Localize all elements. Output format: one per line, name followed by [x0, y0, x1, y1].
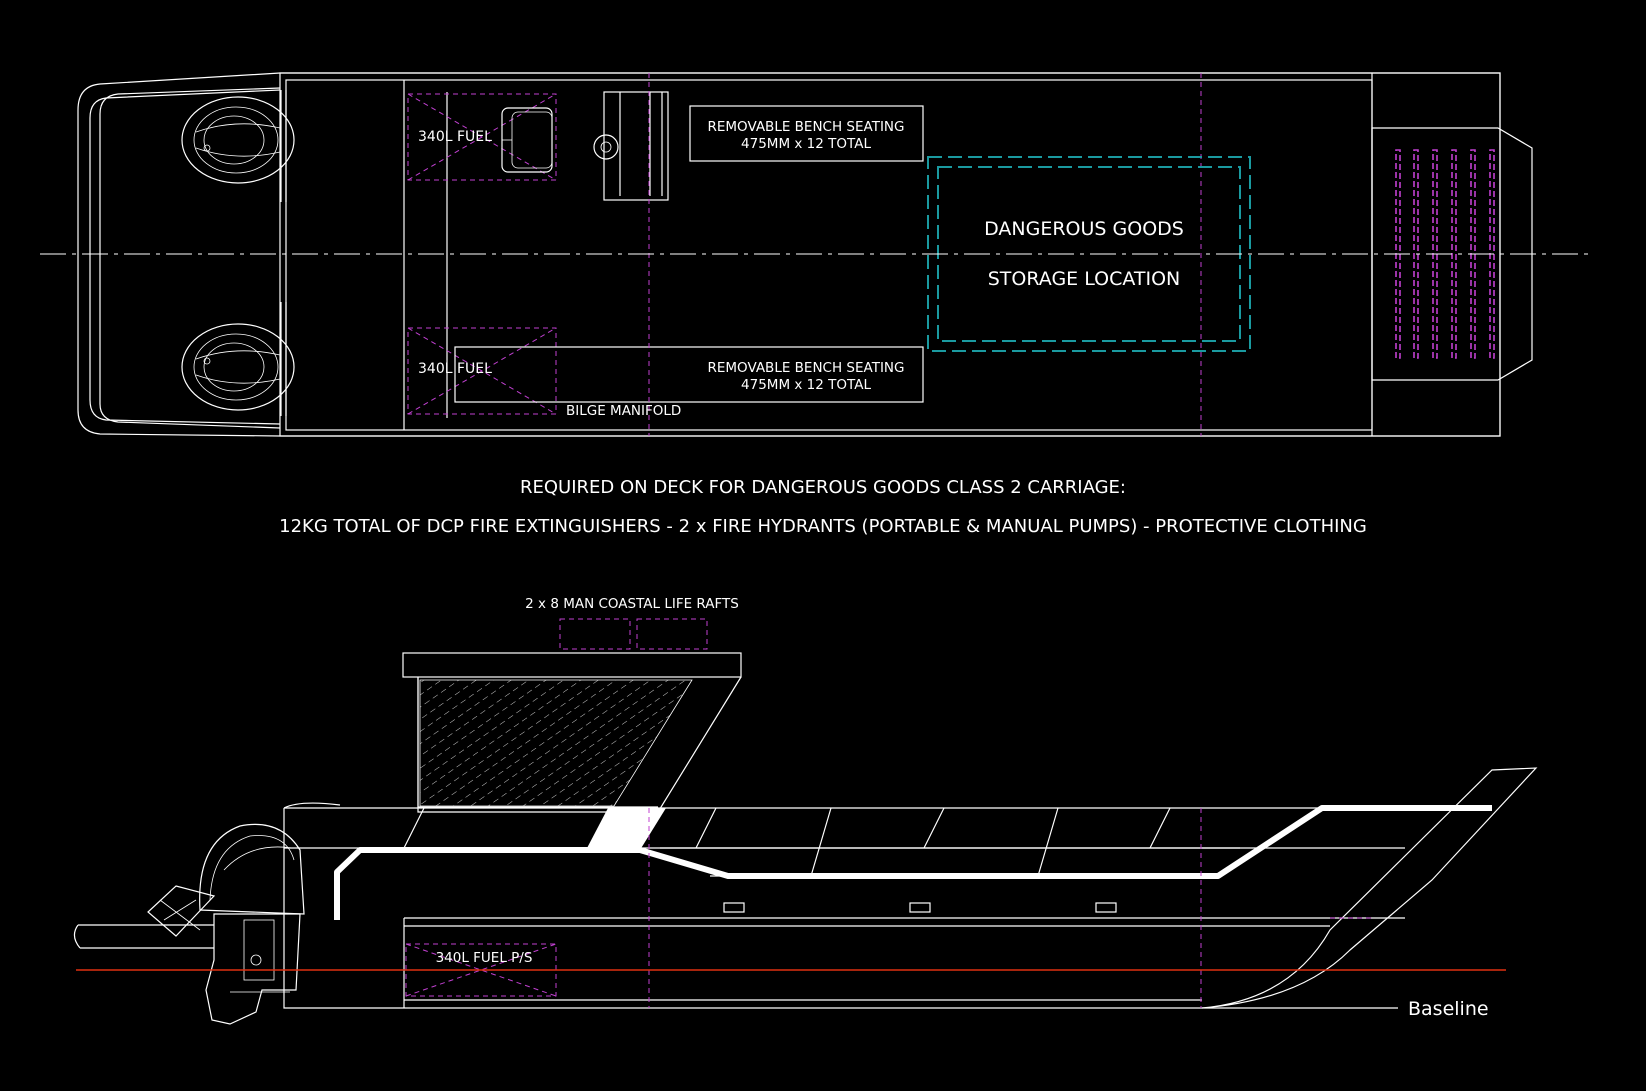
fuel-ps-label: 340L FUEL P/S: [436, 950, 533, 966]
requirement-notes: REQUIRED ON DECK FOR DANGEROUS GOODS CLA…: [279, 477, 1367, 537]
bow-ramp-outline: [1371, 127, 1533, 381]
plan-view: 340L FUEL 340L FUEL REMOVABLE BENCH SEAT…: [40, 72, 1594, 437]
hull-side-outline: [283, 767, 1538, 1009]
side-rail-posts: [403, 807, 1240, 877]
scupper-1: [723, 902, 745, 913]
life-rafts-label: 2 x 8 MAN COASTAL LIFE RAFTS: [525, 596, 739, 612]
wheelhouse-window-hatched: [419, 679, 693, 807]
fuel-tank-bottom: [407, 327, 557, 415]
outboard-engine-bottom-icon: [181, 323, 295, 411]
deck-pillar: [586, 808, 666, 850]
bench-seating-top: [689, 105, 924, 162]
bench-bottom-label-line1: REMOVABLE BENCH SEATING: [708, 360, 905, 376]
notes-line2: 12KG TOTAL OF DCP FIRE EXTINGUISHERS - 2…: [279, 516, 1367, 537]
life-raft-1: [559, 618, 631, 650]
scupper-2: [909, 902, 931, 913]
bench-top-label-line1: REMOVABLE BENCH SEATING: [708, 119, 905, 135]
outboard-engine-top-icon: [181, 96, 295, 184]
bench-seating-bottom: [454, 346, 924, 403]
helm-console: [593, 91, 669, 201]
bilge-manifold-label: BILGE MANIFOLD: [566, 403, 681, 419]
bench-top-label-line2: 475MM x 12 TOTAL: [741, 136, 871, 152]
scupper-3: [1095, 902, 1117, 913]
helm-seat-icon: [501, 107, 553, 173]
plan-hull-outline: [77, 72, 1501, 437]
baseline-label: Baseline: [1408, 998, 1489, 1020]
wheelhouse-roof: [402, 652, 742, 678]
fuel-tank-bottom-label: 340L FUEL: [418, 361, 492, 377]
fuel-tank-top: [407, 93, 557, 181]
life-raft-2: [636, 618, 708, 650]
steering-wheel-icon: [593, 134, 619, 160]
sheer-line: [334, 805, 1492, 920]
dangerous-goods-label-line2: STORAGE LOCATION: [988, 268, 1181, 290]
fuel-tank-top-label: 340L FUEL: [418, 129, 492, 145]
outboard-engine-profile-icon: [73, 823, 305, 1025]
plan-stern-inner: [99, 87, 281, 429]
profile-view: 2 x 8 MAN COASTAL LIFE RAFTS: [73, 596, 1538, 1025]
dangerous-goods-label-line1: DANGEROUS GOODS: [984, 218, 1184, 240]
notes-line1: REQUIRED ON DECK FOR DANGEROUS GOODS CLA…: [520, 477, 1126, 498]
bench-bottom-label-line2: 475MM x 12 TOTAL: [741, 377, 871, 393]
